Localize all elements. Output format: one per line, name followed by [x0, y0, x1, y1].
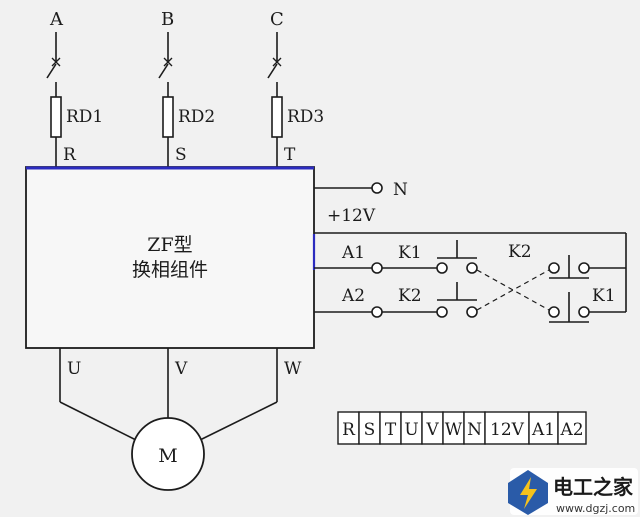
terminal-cell: [528, 411, 559, 445]
terminal-a2: [371, 306, 383, 318]
terminal-cell-label: A1: [531, 420, 555, 440]
fuse-label-rd3: RD3: [287, 107, 324, 127]
terminal-cell-label: R: [342, 420, 356, 440]
terminal-cell-label: S: [364, 420, 376, 440]
module-title: ZF型: [147, 234, 192, 256]
terminal-a1: [371, 262, 383, 274]
switch-network: K1 K2 K2 K1: [382, 240, 626, 323]
label-a1: A1: [341, 243, 365, 263]
output-label-u: U: [67, 359, 81, 379]
terminal-cell-label: T: [385, 420, 397, 440]
fuse-rd1: [50, 96, 62, 138]
module-subtitle: 换相组件: [132, 259, 208, 281]
input-label-r: R: [63, 145, 77, 165]
phase-line-c: C RD3 T: [267, 9, 324, 167]
fuse-label-rd1: RD1: [66, 107, 103, 127]
fuse-rd3: [271, 96, 283, 138]
terminal-cell: [484, 411, 530, 445]
terminal-cell: [557, 411, 587, 445]
phase-line-a: A RD1 R: [46, 9, 103, 167]
motor-label: M: [158, 445, 177, 467]
fuse-label-rd2: RD2: [178, 107, 215, 127]
phase-label-c: C: [270, 9, 284, 30]
breaker-blade-b: [158, 63, 169, 79]
switch-label-k2-right: K2: [508, 242, 532, 262]
watermark-name: 电工之家: [553, 475, 634, 499]
fuse-rd2: [162, 96, 174, 138]
watermark-logo: 电工之家 www.dgzj.com: [508, 468, 638, 515]
breaker-blade-a: [46, 63, 57, 79]
switch-label-k1-left: K1: [398, 243, 422, 263]
interlock-link-1: [476, 269, 550, 311]
switch-label-k2-left: K2: [398, 286, 422, 306]
label-n: N: [393, 180, 408, 200]
input-label-s: S: [175, 145, 187, 165]
terminal-cell-label: 12V: [490, 420, 525, 440]
lightning-icon: [520, 477, 537, 509]
input-label-t: T: [284, 145, 296, 165]
phase-line-b: B RD2 S: [158, 9, 215, 167]
phase-label-a: A: [49, 9, 64, 30]
watermark-url: www.dgzj.com: [556, 502, 635, 515]
output-label-v: V: [174, 359, 188, 379]
phase-label-b: B: [161, 9, 174, 30]
output-label-w: W: [284, 359, 302, 379]
breaker-blade-c: [267, 63, 278, 79]
motor-symbol: [131, 417, 205, 491]
module-box: [25, 166, 315, 349]
terminal-cell-label: W: [445, 420, 463, 440]
motor-wiring: U V W M: [59, 348, 302, 491]
label-12v: +12V: [327, 206, 376, 226]
label-a2: A2: [341, 286, 365, 306]
switch-label-k1-right: K1: [592, 286, 616, 306]
terminal-cell-label: V: [425, 420, 439, 440]
terminal-cell-label: N: [467, 420, 482, 440]
terminal-n: [371, 182, 383, 194]
zf-module: ZF型 换相组件: [25, 166, 315, 349]
interlock-link-2: [476, 269, 550, 311]
terminal-cell-label: A2: [559, 420, 583, 440]
right-terminals: N +12V A1 A2: [312, 180, 627, 318]
terminal-cell-label: U: [404, 420, 418, 440]
